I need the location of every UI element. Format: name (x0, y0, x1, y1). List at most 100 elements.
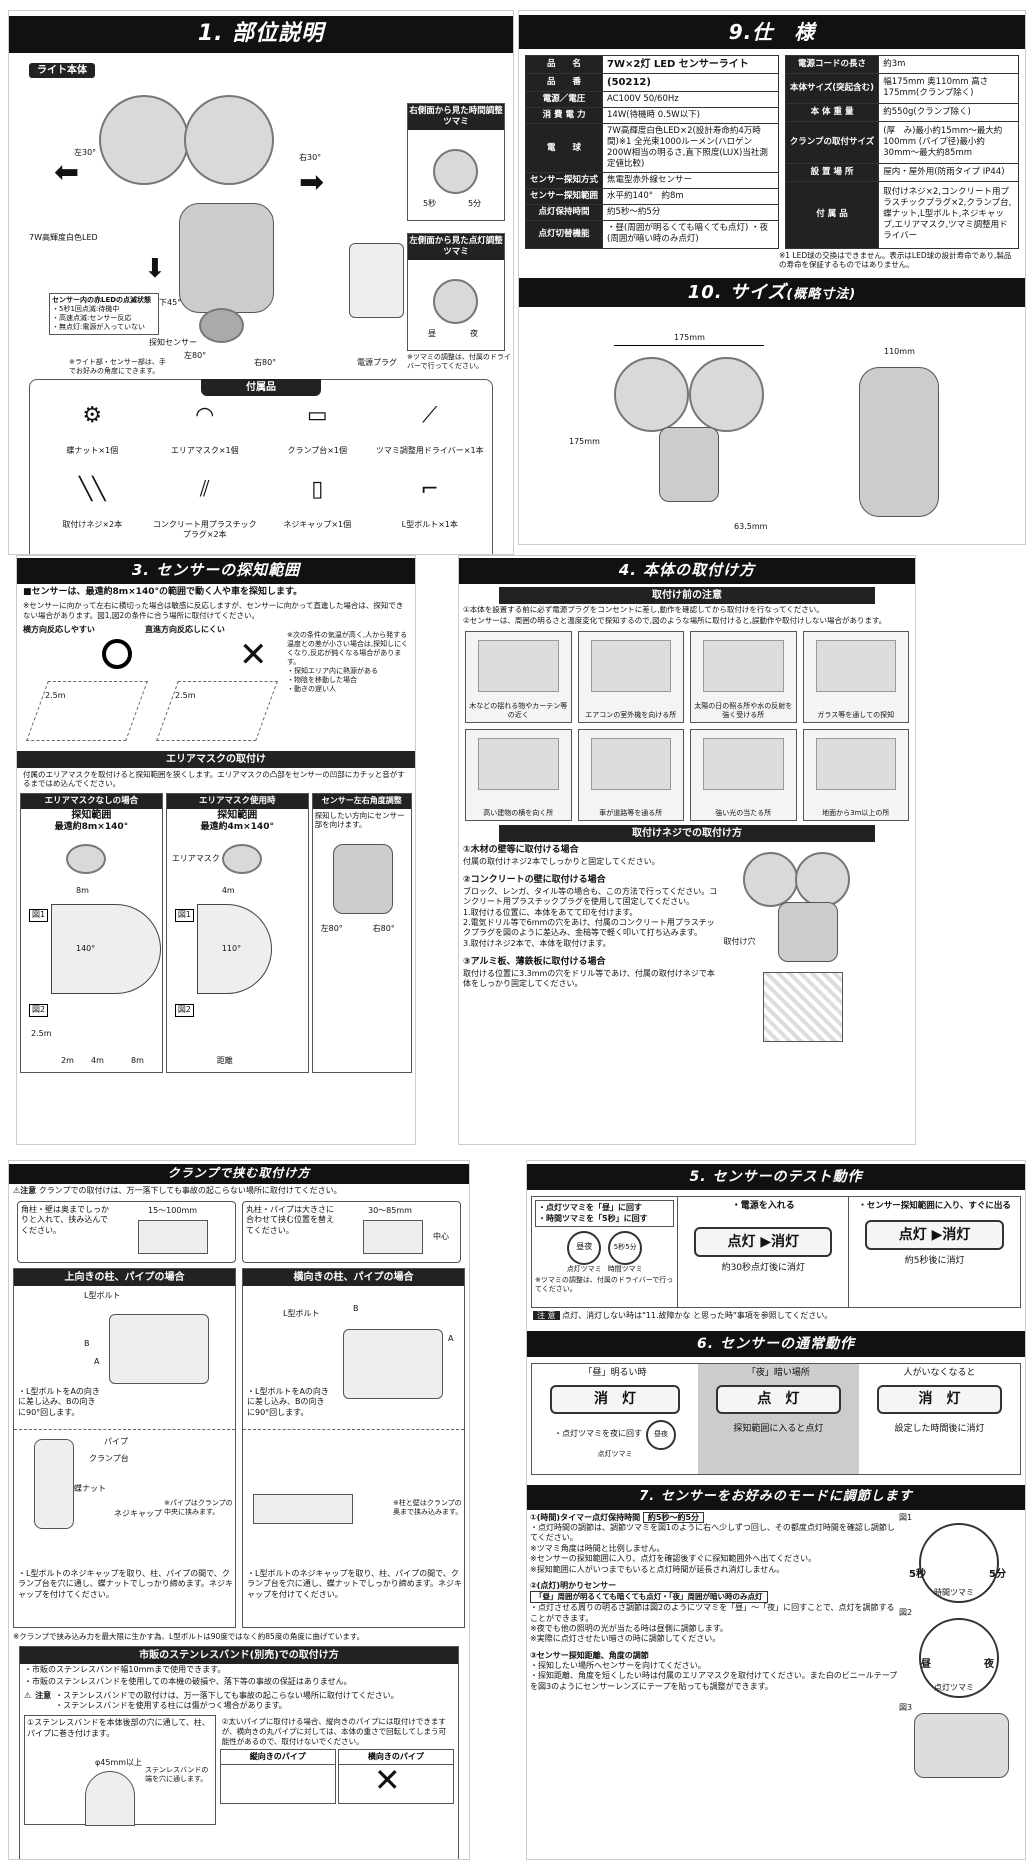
clamp-range-label: 30〜85mm (368, 1205, 412, 1215)
spec-key: 品 番 (524, 73, 604, 92)
pre-caution-title: 取付け前の注意 (499, 586, 875, 604)
fig3-label: 図3 (899, 1702, 913, 1712)
sensor-tape-figure (914, 1712, 1009, 1778)
size-title: 10. サイズ (687, 282, 787, 304)
ng-cross-icon: ✕ (373, 1760, 401, 1799)
accessory-label: 取付けネジ×2本 (62, 519, 123, 529)
test-step-c: ・センサー探知範囲に入り、すぐに出る (858, 1201, 1011, 1212)
fig1-label: 図1 (29, 909, 49, 922)
light-sensor-text: ※実際に点灯させたい暗さの時に調節してください。 (530, 1634, 721, 1644)
horizontal-pipe-label: 横向きのパイプ (338, 1749, 453, 1765)
concrete-title: ②コンクリートの壁に取付ける場合 (463, 875, 606, 886)
spec-value: 約5秒〜約5分 (602, 204, 779, 222)
spec-value: ・昼(周囲が明るくても暗くても点灯) ・夜(周囲が暗い時のみ点灯) (602, 220, 779, 249)
clamp-illustration (138, 1219, 208, 1254)
angle-label: 140° (76, 944, 96, 954)
accessory-item: ⚙蝶ナット×1個 (38, 402, 147, 472)
light-sensor-title: ②(点灯)明かりセンサー (530, 1581, 617, 1590)
test-flow: ・点灯ツマミを「昼」に回す・時間ツマミを「5秒」に回す 昼夜点灯ツマミ 5秒5分… (531, 1196, 1021, 1309)
arrow-a-label: A (94, 1356, 100, 1366)
label-plug: 電源プラグ (357, 357, 397, 367)
side-title: 横向きの柱、パイプの場合 (243, 1268, 464, 1286)
caution-icon: ⚠ (24, 1690, 32, 1700)
range-note: ※センサーに向かって左右に横切った場合は敏感に反応しますが、センサーに向かって直… (23, 601, 404, 620)
left-knob-box: 左側面から見た点灯調整ツマミ 昼 夜 (407, 232, 505, 351)
spec-value: AC100V 50/60Hz (602, 90, 779, 109)
concrete-step: 2.電気ドリル等で6mmの穴をあけ、付属のコンクリート用プラスチックプラグを図の… (463, 917, 715, 938)
label-left-30: 左30° (74, 147, 97, 157)
clamp-tip-text: 角柱・壁は奥までしっかりと入れて、挟み込んでください。 (21, 1204, 109, 1235)
accessory-label: エリアマスク×1個 (170, 445, 239, 455)
height-label: 2.5m (175, 690, 196, 700)
spec-key: 電 球 (524, 123, 604, 174)
normal-flow: 「昼」明るい時 消 灯 ・点灯ツマミを夜に回す昼夜 点灯ツマミ 「夜」暗い場所 … (531, 1362, 1021, 1475)
time-knob-illustration (433, 148, 478, 194)
concrete-step: 1.取付ける位置に、本体をあてて印を付けます。 (463, 907, 638, 917)
state-note: 探知範囲に入ると点灯 (733, 1423, 824, 1434)
label-right-30: 右30° (299, 152, 322, 162)
knob-5min: 5分 (468, 198, 482, 208)
label-led: 7W高輝度白色LED (29, 232, 98, 242)
mount-illustration (343, 1328, 443, 1399)
distance-axis-label: 距離 (216, 1056, 233, 1066)
on-off-sequence: 点灯 ▶消灯 (694, 1226, 833, 1258)
spec-value: 約3m (878, 55, 1019, 74)
pipe-label: パイプ (104, 1436, 128, 1446)
spec-key: センサー探知範囲 (524, 188, 604, 206)
wing-nut-icon: ⚙ (82, 402, 103, 428)
spec-key: センサー探知方式 (524, 172, 604, 190)
dim-depth: 110mm (884, 347, 915, 357)
ok-circle-icon (102, 638, 132, 669)
dim-width: 175mm (674, 333, 705, 343)
band-step-text: ①ステンレスバンドを本体後部の穴に通して、柱、パイプに巻き付けます。 (27, 1718, 210, 1738)
height-label: 2.5m (45, 690, 66, 700)
wood-text: 付属の取付けネジ2本でしっかりと固定してください。 (463, 856, 660, 866)
section-5-6-7: 5. センサーのテスト動作 ・点灯ツマミを「昼」に回す・時間ツマミを「5秒」に回… (526, 1160, 1026, 1860)
cap-label: ネジキャップ (114, 1508, 162, 1518)
on-off-sequence: 点灯 ▶消灯 (865, 1220, 1004, 1251)
knob-5min: 5分 (989, 1568, 1006, 1580)
side-step-2: ・L型ボルトのネジキャップを取り、柱、パイプの間で、クランプ台を穴に通し、蝶ナッ… (247, 1568, 462, 1599)
screw-title: 取付けネジでの取付け方 (499, 825, 875, 842)
spec-key: 点灯保持時間 (524, 204, 604, 222)
range-value: 最遠約8m×140° (54, 822, 129, 833)
red-led-line: ・5秒1回点滅:待機中 (52, 304, 120, 313)
spec-row: 付 属 品取付けネジ×2,コンクリート用プラスチックプラグ×2,クランプ台,蝶ナ… (784, 180, 1019, 249)
spec-key: 設 置 場 所 (784, 162, 880, 182)
caution-cell: ガラス等を通しての探知 (802, 631, 909, 723)
knob-5sec: 5秒 (423, 198, 437, 208)
label-left-80: 左80° (184, 350, 207, 360)
range-adjust-title: ③センサー探知距離、角度の調節 (530, 1650, 649, 1660)
knob-day: 昼 (428, 328, 436, 338)
condition-list: ※次の条件の気温が高く,人から発する温度との差が小さい場合は,探知しにくくなり,… (287, 631, 412, 695)
fig2-label: 図2 (174, 1004, 194, 1017)
caution-illustration (815, 640, 896, 692)
distance-label: 8m (76, 886, 89, 896)
test-result-1: 約30秒点灯後に消灯 (721, 1263, 806, 1274)
distance-label: 8m (131, 1056, 144, 1066)
accessory-item: ╲╲取付けネジ×2本 (38, 476, 147, 546)
section-1-parts: 1. 部位説明 ライト本体 ⬅ ➡ ⬇ 左30° 右30° 7W高輝度白色LED… (8, 10, 514, 555)
red-led-line: ・高速点滅:センサー反応 (52, 313, 132, 322)
caution-label: 注意 (20, 1185, 37, 1195)
test-step-line: ・点灯ツマミを「昼」に回す (538, 1203, 642, 1213)
spec-value: 7W高輝度白色LED×2(設計寿命約4万時間)※1 全光束1000ルーメン(ハロ… (602, 123, 779, 174)
test-note: ※ツマミの調整は、付属のドライバーで行ってください。 (535, 1276, 674, 1294)
caution-caption: エアコンの室外機を向ける所 (585, 710, 677, 719)
spec-row: 電源コードの長さ約3m (784, 55, 1019, 74)
caution-label: 注 意 (533, 1311, 560, 1321)
divider (14, 1428, 235, 1430)
caution-illustration (703, 738, 784, 790)
spec-note: ※1 LED球の交換はできません。表示はLED球の設計寿命であり,製品の寿命を保… (779, 250, 1012, 270)
area-mask-icon: ◠ (195, 402, 215, 428)
caution-text: クランプでの取付けは、万一落下しても事故の起こらない場所に取付けてください。 (38, 1185, 342, 1195)
light-sensor-mode: 「昼」周囲が明るくても暗くても点灯・「夜」周囲が暗い時のみ点灯 (530, 1591, 768, 1604)
spec-value: 焦電型赤外線センサー (602, 172, 779, 190)
range-fan (51, 904, 161, 995)
spec-value: (50212) (602, 73, 779, 92)
accessories-box: 付属品 ⚙蝶ナット×1個 ◠エリアマスク×1個 ▭クランプ台×1個 ⟋ツマミ調整… (29, 378, 493, 554)
caution-caption: 高い建物の横を向く所 (483, 808, 554, 817)
accessory-item: ⫽コンクリート用プラスチックプラグ×2本 (151, 476, 260, 546)
